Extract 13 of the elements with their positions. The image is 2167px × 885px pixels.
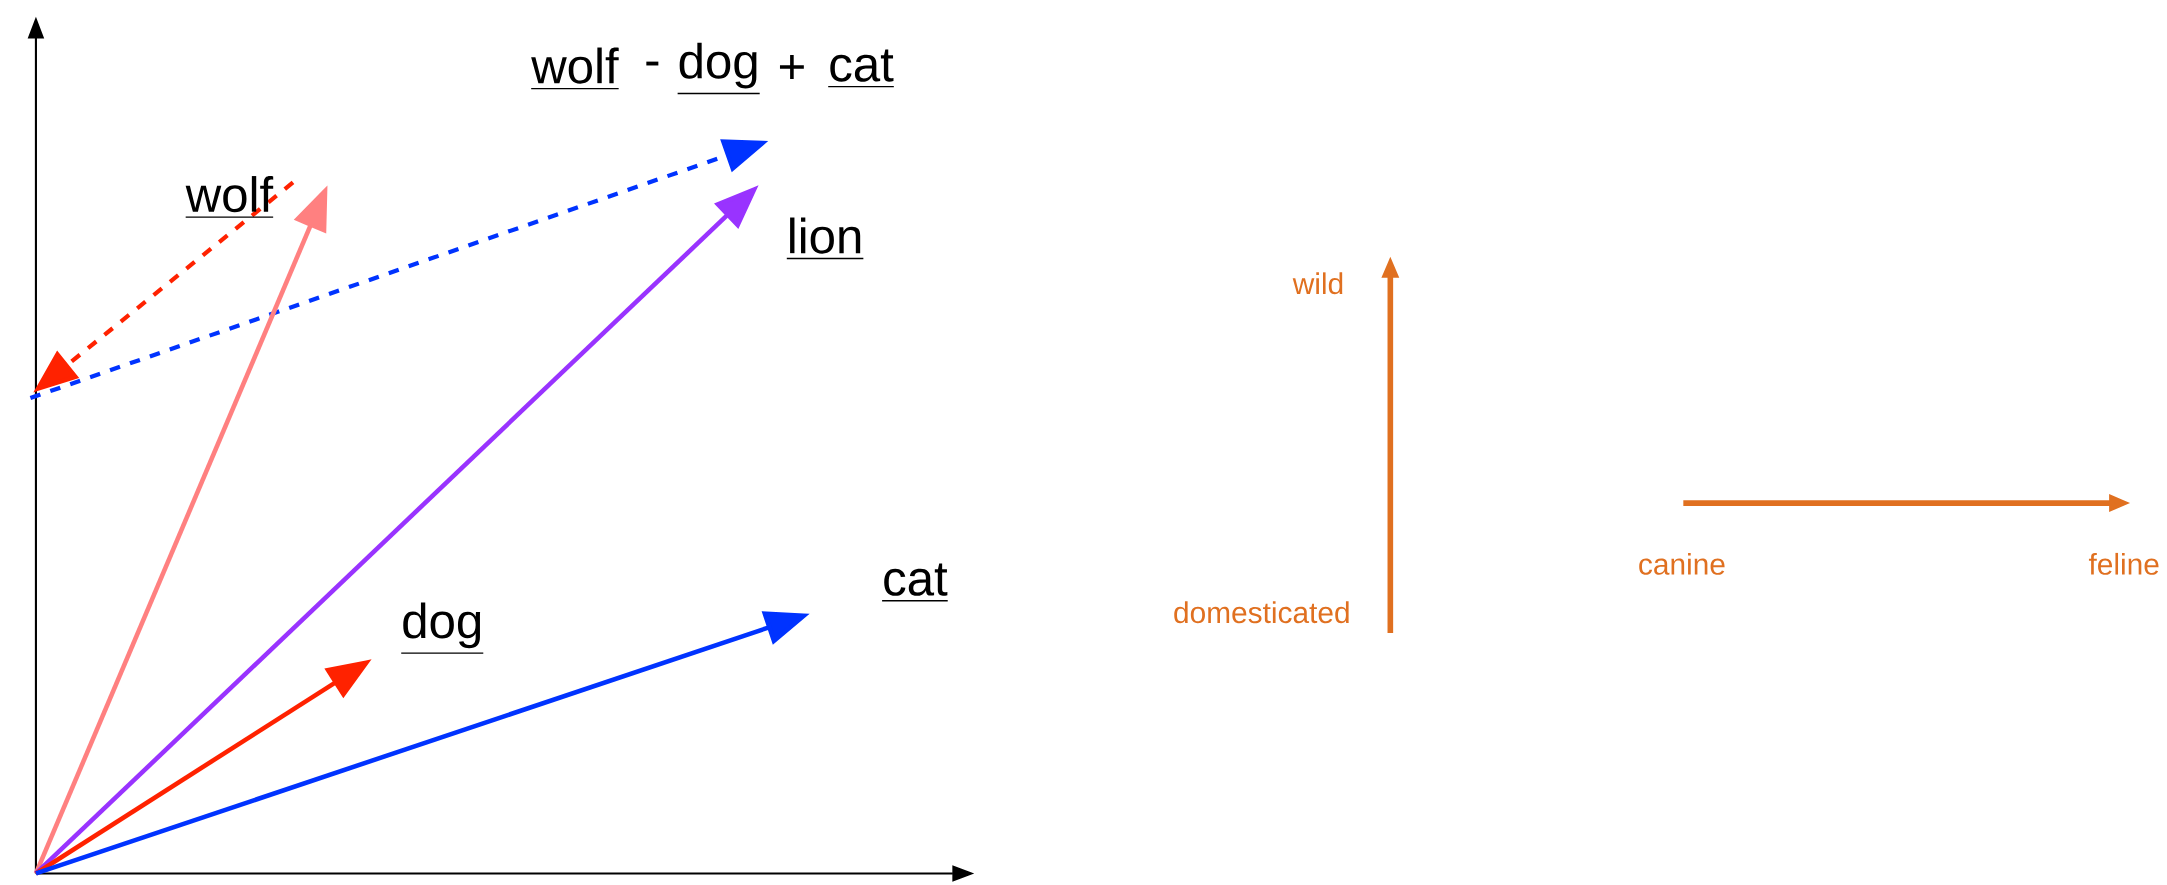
axis-label: domesticated (1174, 601, 1349, 624)
axis-label: feline (2088, 553, 2159, 576)
vector-label: lion (786, 217, 865, 260)
operator-sign: + (780, 55, 804, 80)
vector-label: dog (400, 602, 484, 655)
axis-label: canine (1639, 553, 1725, 576)
operator-sign: - (646, 61, 659, 66)
vector-label: cat (827, 49, 895, 88)
axis-label: wild (1292, 272, 1343, 295)
vector-label: wolf (184, 176, 274, 219)
vector-label: dog (676, 42, 761, 95)
vector-label: cat (881, 563, 949, 602)
vector-label: wolf (530, 47, 620, 90)
